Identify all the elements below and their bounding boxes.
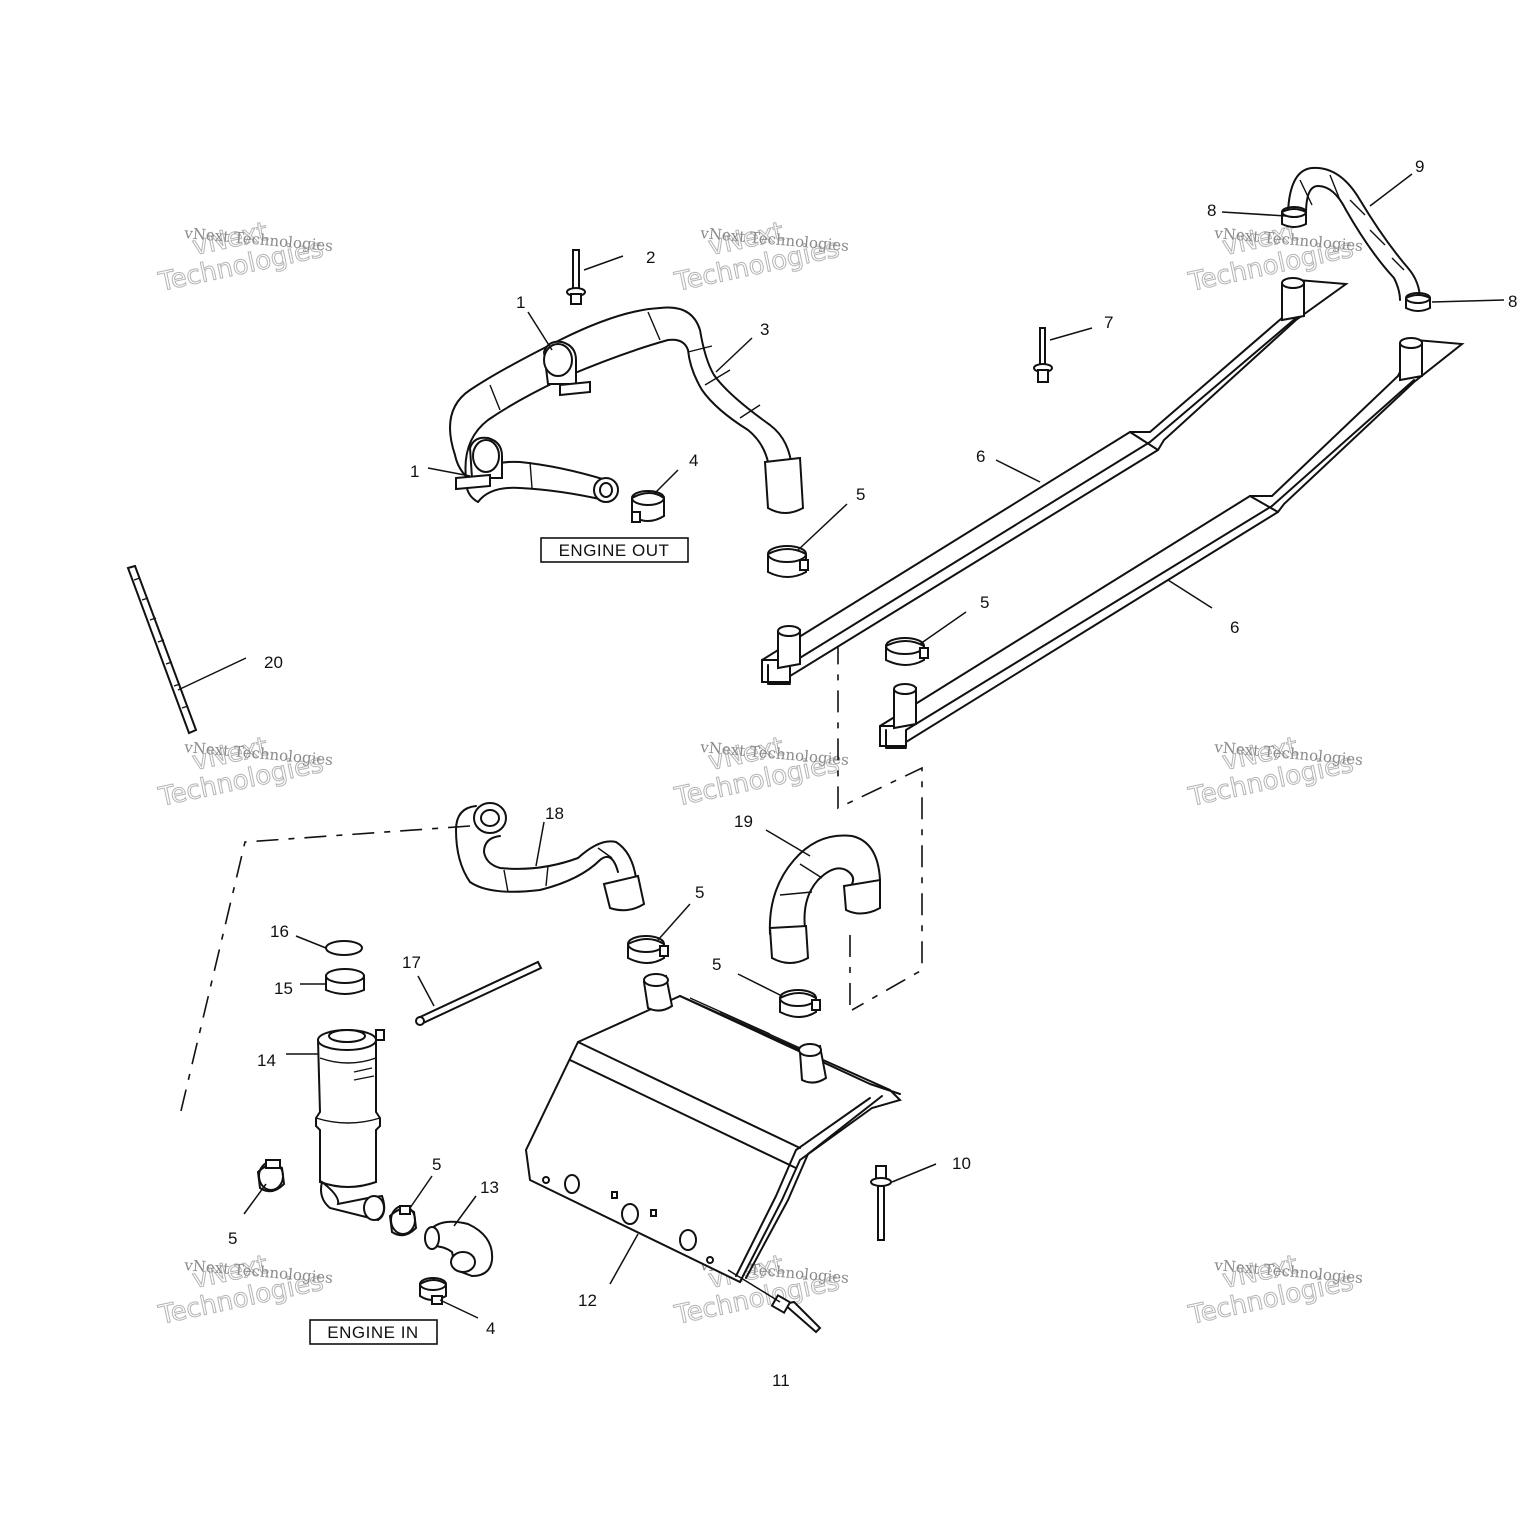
hose-clamp	[419, 1277, 447, 1305]
callout-6: 6	[976, 447, 985, 466]
callout-5: 5	[432, 1155, 441, 1174]
callout-4: 4	[486, 1319, 495, 1338]
strap	[126, 564, 198, 735]
callout-18: 18	[545, 804, 564, 823]
callout-9: 9	[1415, 157, 1424, 176]
engine-in-label: ENGINE IN	[309, 1319, 438, 1345]
callout-1: 1	[410, 462, 419, 481]
hose	[768, 834, 881, 964]
callout-17: 17	[402, 953, 421, 972]
hose-clamp	[767, 545, 809, 578]
callout-8: 8	[1508, 292, 1517, 311]
callout-10: 10	[952, 1154, 971, 1173]
callout-numbers: 1 1 2 3 4 4 5 5 5 5 5 5 6 6 7 8 8 9 10 1…	[228, 157, 1517, 1390]
coolant-reservoir	[315, 1029, 386, 1222]
engine-out-label: ENGINE OUT	[540, 537, 689, 563]
hose-clamp	[627, 935, 669, 964]
callout-1: 1	[516, 293, 525, 312]
engine-out-text: ENGINE OUT	[559, 541, 670, 560]
heat-exchanger-rail	[879, 337, 1465, 749]
callout-5: 5	[695, 883, 704, 902]
callout-14: 14	[257, 1051, 276, 1070]
hose-clamp	[631, 490, 665, 523]
engine-in-text: ENGINE IN	[327, 1323, 418, 1342]
cap	[325, 968, 365, 995]
callout-8: 8	[1207, 201, 1216, 220]
callout-5: 5	[980, 593, 989, 612]
assembly-dashed-lines	[179, 584, 923, 1116]
callout-11: 11	[772, 1371, 790, 1390]
hose-clamp	[885, 637, 929, 666]
hose-clamp	[256, 1159, 286, 1193]
engine-out-hose	[449, 306, 805, 514]
callout-16: 16	[270, 922, 289, 941]
tube	[415, 960, 543, 1026]
callout-19: 19	[734, 812, 753, 831]
callout-5: 5	[712, 955, 721, 974]
crossover-hose	[1287, 166, 1421, 301]
callout-leaders	[177, 173, 1505, 1319]
callout-3: 3	[760, 320, 769, 339]
callout-12: 12	[578, 1291, 597, 1310]
elbow-hose	[424, 1220, 494, 1278]
callout-13: 13	[480, 1178, 499, 1197]
seal-ring	[325, 940, 363, 956]
callout-6: 6	[1230, 618, 1239, 637]
p-clamp	[455, 436, 503, 491]
callout-5: 5	[856, 485, 865, 504]
hose-clamp	[388, 1205, 418, 1237]
callout-15: 15	[274, 979, 293, 998]
rivet	[1033, 327, 1053, 383]
rivet	[566, 249, 586, 305]
heat-exchanger-rail	[761, 277, 1349, 685]
callout-20: 20	[264, 653, 283, 672]
callout-7: 7	[1104, 313, 1113, 332]
callout-4: 4	[689, 451, 698, 470]
hose	[455, 802, 646, 912]
small-clamp	[1281, 206, 1307, 228]
callout-5: 5	[228, 1229, 237, 1248]
small-clamp	[1405, 292, 1431, 312]
rivet	[870, 1165, 892, 1241]
p-clamp	[542, 340, 591, 397]
coolant-tank	[524, 973, 902, 1284]
callout-2: 2	[646, 248, 655, 267]
hose-clamp	[779, 989, 821, 1018]
